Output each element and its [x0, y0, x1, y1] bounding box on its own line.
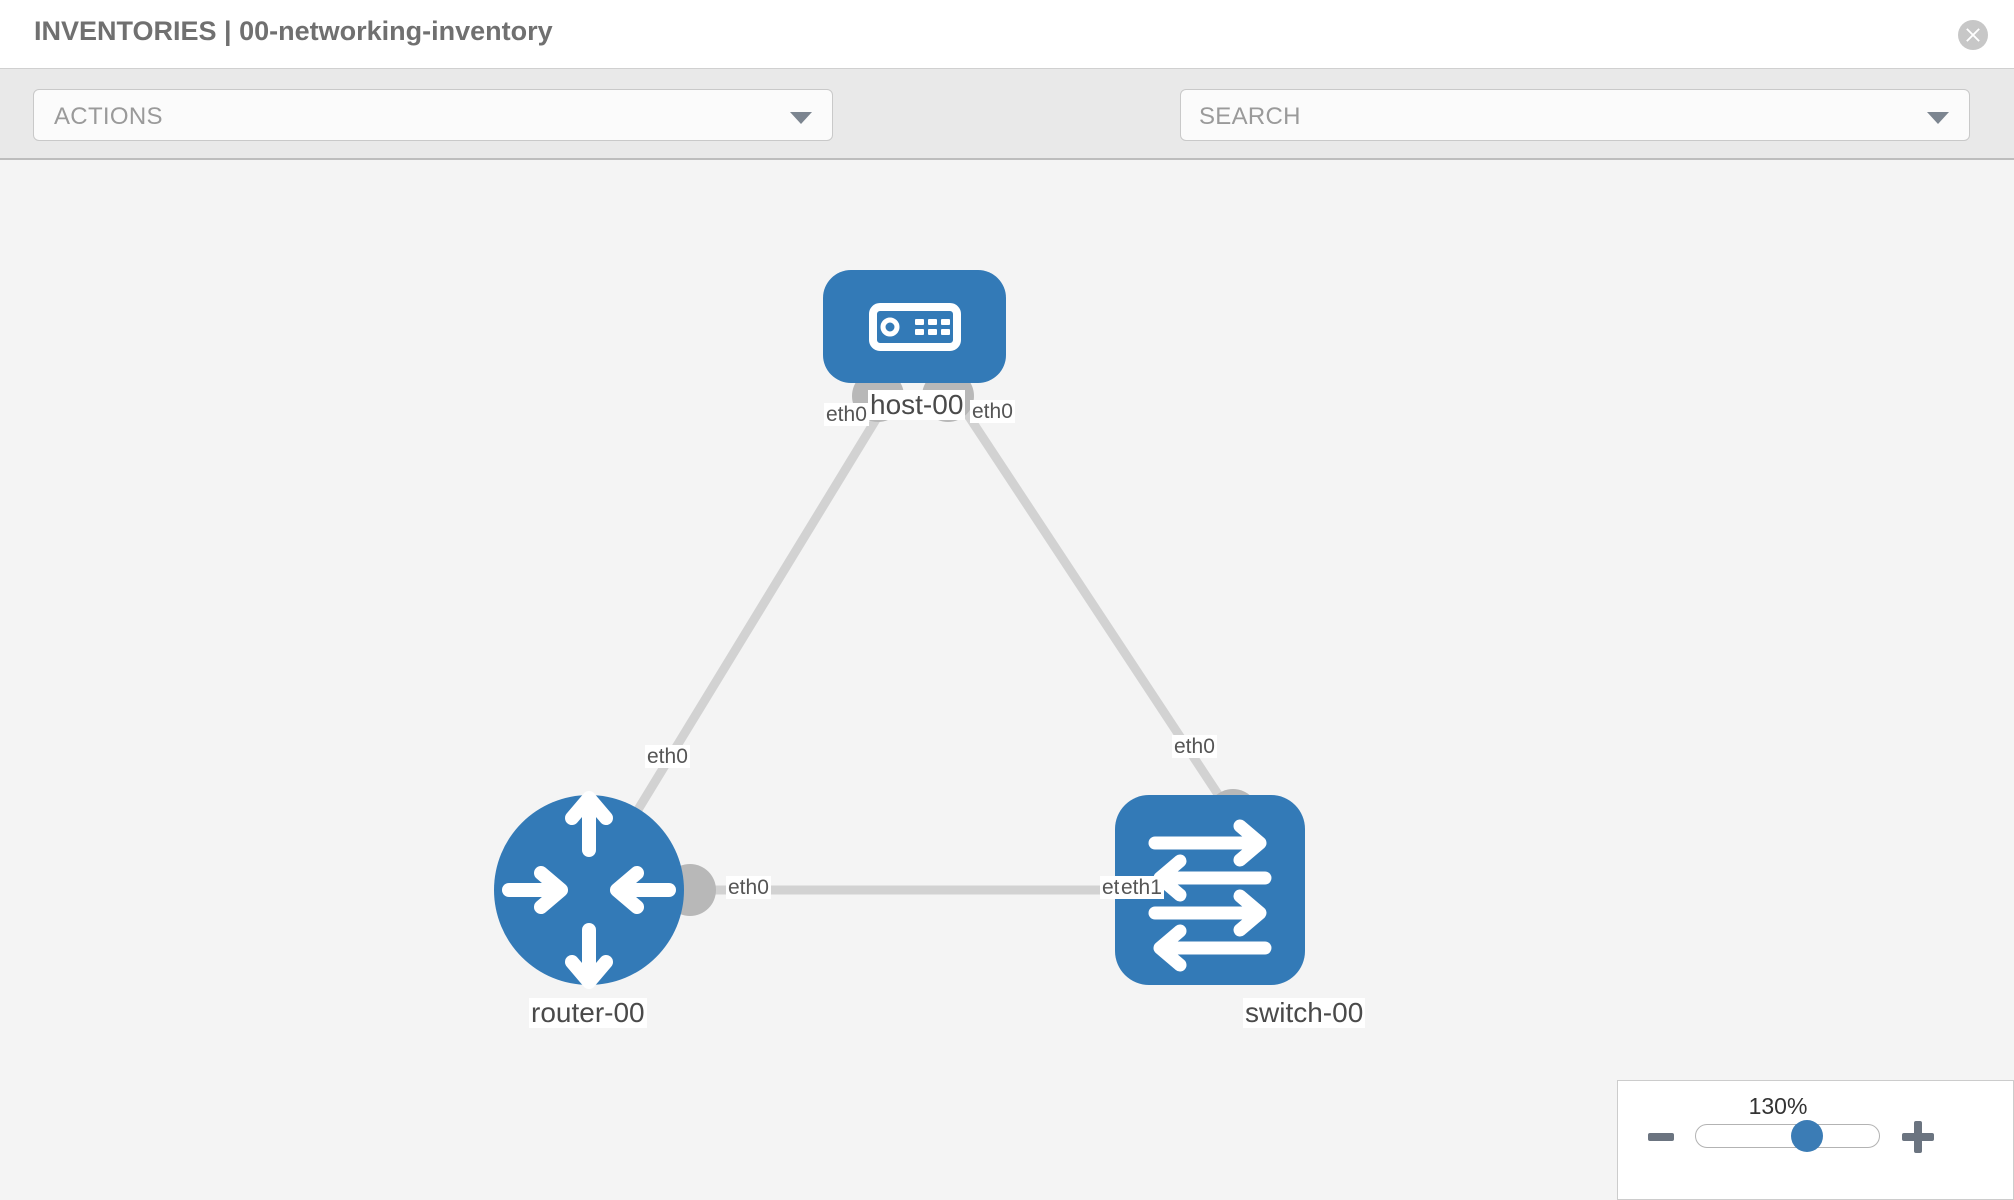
close-icon[interactable] — [1958, 20, 1988, 50]
minus-icon[interactable] — [1648, 1133, 1674, 1141]
zoom-control-panel: 130% — [1617, 1080, 2014, 1200]
iface-label: eth0 — [645, 745, 690, 768]
zoom-level-value: 130% — [1748, 1093, 1808, 1119]
topology-graph — [494, 270, 1305, 989]
chevron-down-icon — [790, 112, 812, 124]
iface-label: eth0 — [824, 403, 869, 426]
node-label-router-00: router-00 — [529, 997, 647, 1028]
iface-label: eth1 — [1119, 876, 1164, 899]
zoom-slider-thumb[interactable] — [1791, 1120, 1824, 1152]
actions-dropdown-label: ACTIONS — [54, 103, 163, 130]
iface-label: eth0 — [726, 876, 771, 899]
actions-dropdown[interactable]: ACTIONS — [33, 89, 833, 141]
chevron-down-icon[interactable] — [1927, 112, 1949, 124]
window-header: INVENTORIES | 00-networking-inventory — [0, 0, 2014, 68]
search-placeholder: SEARCH — [1199, 103, 1301, 130]
plus-icon[interactable] — [1902, 1121, 1934, 1153]
search-input[interactable]: SEARCH — [1180, 89, 1970, 141]
page-title: INVENTORIES | 00-networking-inventory — [34, 16, 553, 46]
node-router-00[interactable] — [494, 791, 684, 989]
node-label-switch-00: switch-00 — [1243, 997, 1366, 1028]
node-host-00[interactable] — [823, 270, 1006, 383]
topology-toolbar: ACTIONS SEARCH — [0, 68, 2014, 199]
zoom-slider-track[interactable] — [1695, 1124, 1880, 1148]
iface-label: eth0 — [1172, 735, 1217, 758]
edge-host-router[interactable] — [585, 400, 890, 893]
iface-label: eth0 — [970, 400, 1015, 423]
topology-canvas[interactable]: eth0 eth0 eth0 eth0 eth0 eth0 eth1 host-… — [0, 160, 2014, 1200]
node-label-host-00: host-00 — [868, 389, 966, 420]
node-switch-00[interactable] — [1115, 795, 1305, 985]
